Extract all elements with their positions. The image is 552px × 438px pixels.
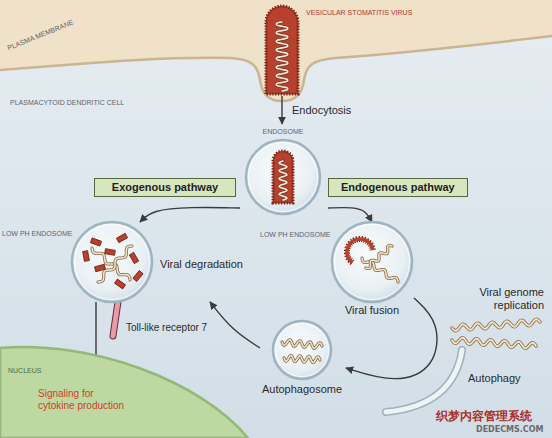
node-text: ENDOSOME [240, 127, 326, 136]
low-ph-endosome: LOW PH ENDOSOME Viral degradation [0, 222, 252, 302]
endo1-shape [240, 124, 326, 215]
flow-arrow [328, 208, 372, 222]
node-text: NUCLEUS [8, 366, 41, 375]
nucleus-region: NUCLEUS Signaling for cytokine production [0, 340, 256, 438]
rna-strand [282, 340, 322, 348]
autophagy-membrane [386, 350, 462, 412]
process-label: Autophagy [468, 372, 521, 385]
viral-fragment [129, 252, 138, 263]
viral-fragment [114, 279, 125, 289]
receptor-label: Toll-like receptor 7 [126, 322, 207, 334]
node-text: LOW PH ENDOSOME [2, 229, 72, 238]
node-text: Autophagosome [260, 383, 344, 396]
process-label: Viral genome replication [448, 286, 544, 312]
viral-fragment [116, 233, 127, 242]
node-text: Viral fusion [334, 304, 410, 317]
viral-fragment [83, 251, 90, 262]
rna-strand [362, 258, 398, 282]
vesicle-outline [332, 222, 412, 302]
rna-strand [92, 248, 130, 280]
rna-strand [279, 161, 287, 200]
flow-arrow [281, 96, 282, 124]
rna-strand [284, 355, 320, 362]
edge-label: Endocytosis [292, 104, 351, 117]
signal-text-box: Signaling for cytokine production [38, 386, 132, 414]
rna-strand [282, 340, 322, 348]
viral-fragment [133, 271, 143, 282]
rna-strand [366, 246, 392, 269]
low-ph-endosome: LOW PH ENDOSOME Viral fusion [258, 222, 414, 319]
node-text: VESICULAR STOMATITIS VIRUS [306, 8, 412, 17]
rna-strand [452, 338, 536, 348]
watermark: 织梦内容管理系统 [436, 409, 532, 423]
vesicle-highlight [335, 225, 410, 300]
node-text: Endogenous pathway [341, 181, 455, 194]
rna-strand [452, 319, 540, 330]
vesicle-outline [72, 222, 152, 302]
rna-strand [98, 246, 132, 282]
virus-particle [266, 6, 298, 94]
autophagosome-node: Autophagosome [260, 320, 346, 400]
rna-strand [366, 246, 392, 269]
rna-strand [279, 161, 287, 200]
autophagy-membrane [386, 350, 462, 412]
pathway-box: Endogenous pathway [328, 178, 468, 197]
flow-arrow [140, 208, 240, 222]
viral-fragment [105, 249, 116, 256]
rna-strand [452, 319, 540, 330]
vesicle-outline [273, 321, 331, 379]
cell-label: PLASMACYTOID DENDRITIC CELL [10, 98, 124, 107]
vesicle-highlight [276, 324, 329, 377]
viral-fragment [95, 264, 106, 271]
virus-particle [273, 151, 293, 203]
rna-strand [276, 22, 288, 91]
nucleus-outline [0, 347, 248, 438]
rna-strand [452, 338, 536, 348]
endosome-node: ENDOSOME [240, 124, 328, 215]
vesicle-highlight [75, 225, 150, 300]
node-text: Viral degradation [160, 258, 243, 271]
rna-strand [98, 246, 132, 282]
rna-strand [276, 22, 288, 91]
virus-shape [262, 4, 444, 96]
plasma-membrane [0, 0, 552, 101]
watermark: DEDECMS.COM [476, 425, 543, 435]
viral-fragment [90, 238, 101, 246]
rna-strand [92, 248, 130, 280]
pathway-box: Exogenous pathway [94, 178, 236, 197]
node-text: Exogenous pathway [107, 181, 223, 194]
vesicle-highlight [249, 143, 318, 212]
flow-arrow [210, 302, 260, 348]
rna-strand [284, 355, 320, 362]
viral-envelope [347, 239, 373, 263]
rna-strand [362, 258, 398, 282]
node-text: Signaling for cytokine production [38, 388, 130, 412]
virus-node: VESICULAR STOMATITIS VIRUS [262, 4, 444, 96]
viral-envelope [347, 239, 373, 263]
vesicle-outline [246, 140, 320, 214]
node-text: LOW PH ENDOSOME [260, 230, 330, 239]
